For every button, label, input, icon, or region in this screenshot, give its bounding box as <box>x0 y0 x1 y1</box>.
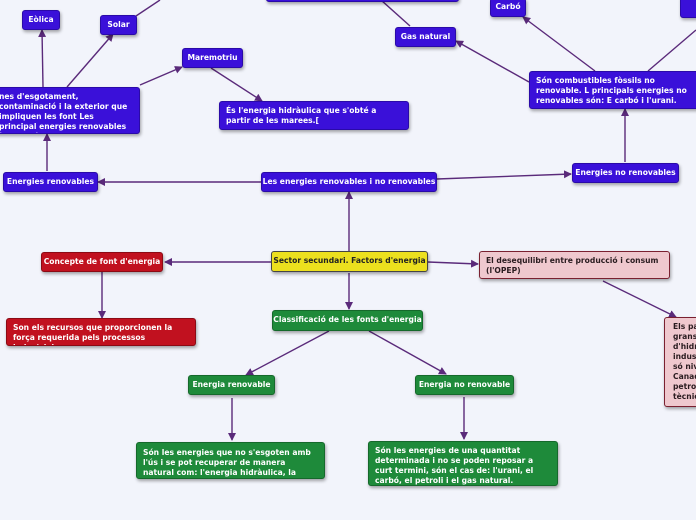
node-no-renovable-description[interactable]: Són les energies de una quantitat determ… <box>368 441 558 486</box>
node-solar[interactable]: Solar <box>100 15 137 35</box>
node-energia-renovable[interactable]: Energia renovable <box>188 375 275 395</box>
edge-classificacio-norenovable <box>368 330 447 375</box>
edge-renov-norenov-right <box>436 170 572 180</box>
edge-fossils-carbo <box>522 16 596 72</box>
edge-desc-maremotriu <box>139 66 183 86</box>
node-offscreen-right-fragment <box>680 0 696 18</box>
edge-desequilibri-desc <box>602 280 677 318</box>
edge-solar-up <box>135 0 161 17</box>
node-energia-no-renovable[interactable]: Energia no renovable <box>415 375 514 395</box>
node-offscreen-top-fragment <box>266 0 459 2</box>
edge-center-desequilibri <box>427 259 479 268</box>
node-concepte-description[interactable]: Son els recursos que proporcionen la for… <box>6 318 196 346</box>
node-maremotriu[interactable]: Maremotriu <box>182 48 243 68</box>
edge-fossils-up <box>647 29 696 72</box>
node-fossils-description[interactable]: Són combustibles fòssils no renovable. L… <box>529 71 696 109</box>
node-eolica[interactable]: Eòlica <box>22 10 60 30</box>
edge-gas-up <box>380 0 411 27</box>
node-classificacio[interactable]: Classificació de les fonts d'energia <box>272 310 423 331</box>
edge-desc-eolica <box>38 29 47 88</box>
edge-desc-solar <box>66 33 114 88</box>
edge-maremotriu-desc <box>210 67 263 102</box>
node-renovables-description[interactable]: nes d'esgotament, contaminació i la exte… <box>0 87 140 134</box>
node-gas-natural[interactable]: Gas natural <box>395 27 456 47</box>
node-desequilibri-description[interactable]: Els pa grans d'hidr indus en só nivell C… <box>664 317 696 407</box>
node-concepte[interactable]: Concepte de font d'energia <box>41 252 163 272</box>
node-renov-no-renov[interactable]: Les energies renovables i no renovables <box>261 172 437 192</box>
node-desequilibri[interactable]: El desequilibri entre producció i consum… <box>479 251 670 279</box>
edge-classificacio-renovable <box>245 330 330 376</box>
node-energies-renovables[interactable]: Energies renovables <box>3 172 98 192</box>
node-renovable-description[interactable]: Són les energies que no s'esgoten amb l'… <box>136 442 325 479</box>
node-energies-no-renovables[interactable]: Energies no renovables <box>572 163 679 183</box>
edge-fossils-gas <box>455 40 530 83</box>
node-center[interactable]: Sector secundari. Factors d'energia <box>271 251 428 272</box>
node-carbo[interactable]: Carbó <box>490 0 526 17</box>
node-maremotriu-description[interactable]: És l'energia hidràulica que s'obté a par… <box>219 101 409 130</box>
